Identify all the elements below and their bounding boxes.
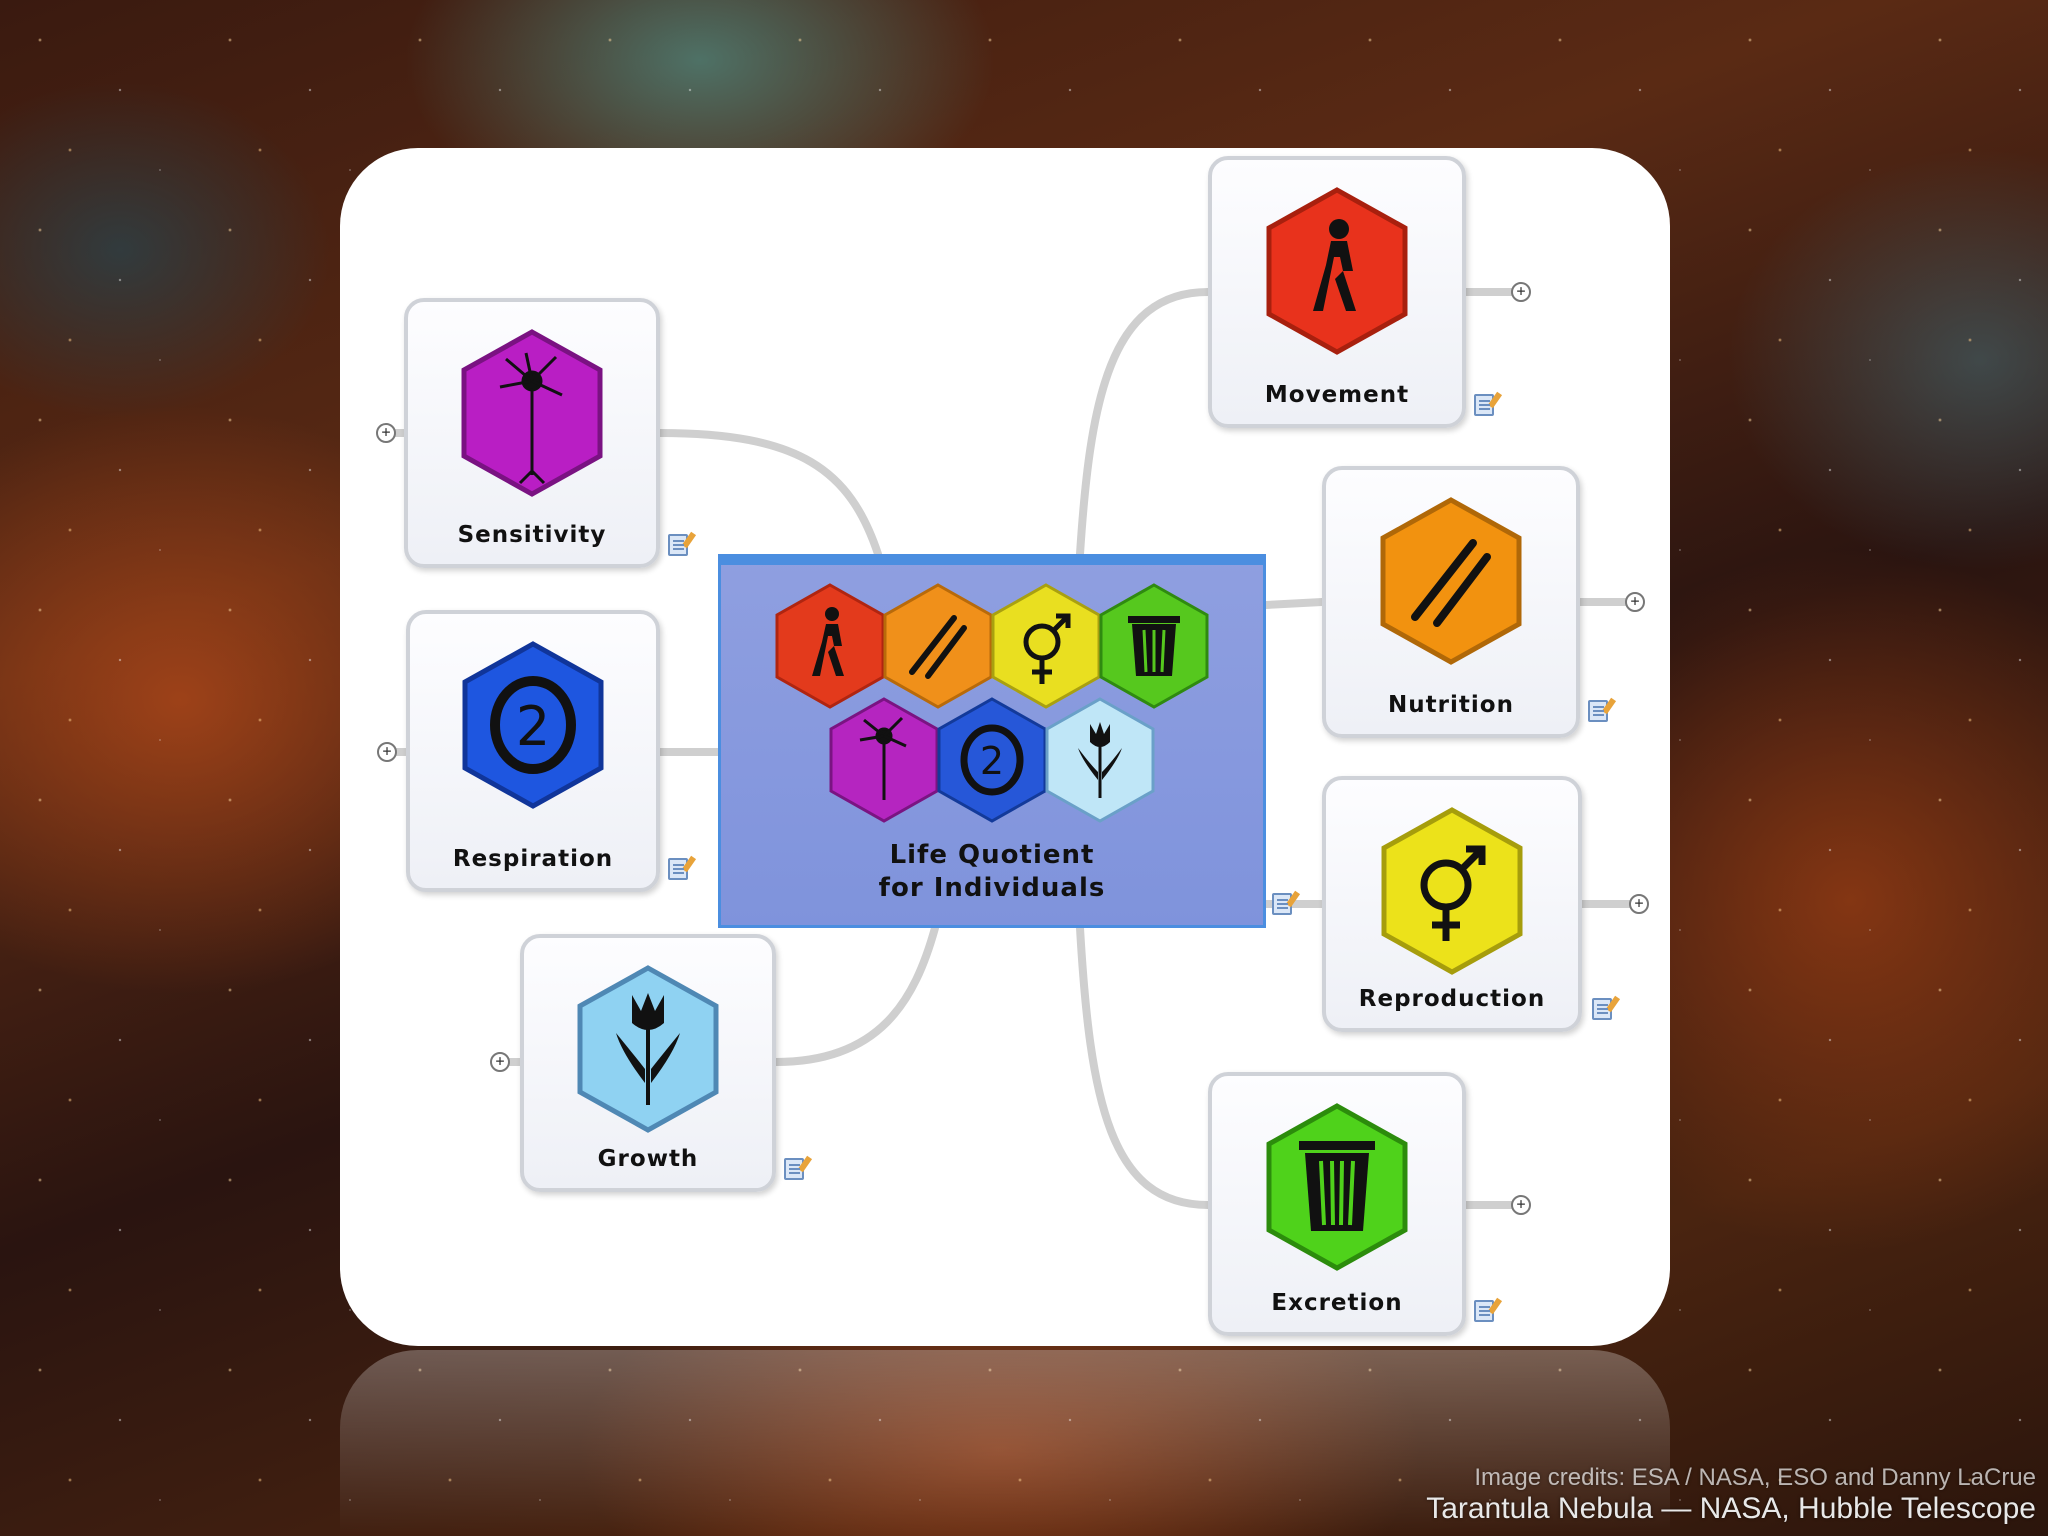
reproduction-expand-icon[interactable]: +: [1629, 894, 1649, 914]
node-excretion[interactable]: Excretion: [1208, 1072, 1466, 1336]
node-sensitivity[interactable]: Sensitivity: [404, 298, 660, 568]
cluster-reproduction-hex: [993, 585, 1099, 707]
walking-person-icon: [1265, 186, 1409, 356]
nutrition-note-icon[interactable]: [1588, 700, 1608, 722]
node-label: Excretion: [1212, 1290, 1462, 1316]
credits-line2: Tarantula Nebula — NASA, Hubble Telescop…: [1426, 1492, 2036, 1526]
neuron-icon: [460, 328, 604, 498]
node-label: Growth: [524, 1146, 772, 1172]
excretion-expand-icon[interactable]: +: [1511, 1195, 1531, 1215]
reproduction-note-icon[interactable]: [1592, 998, 1612, 1020]
central-topic-title: Life Quotient for Individuals: [721, 839, 1263, 905]
cluster-excretion-hex: [1101, 585, 1207, 707]
sensitivity-note-icon[interactable]: [668, 534, 688, 556]
link-movement: [1080, 292, 1208, 554]
image-credits: Image credits: ESA / NASA, ESO and Danny…: [1426, 1464, 2036, 1526]
node-label: Respiration: [410, 846, 656, 872]
svg-text:2: 2: [980, 739, 1004, 783]
movement-note-icon[interactable]: [1474, 394, 1494, 416]
hexagon-icon-cluster: 2: [721, 577, 1269, 847]
growth-expand-icon[interactable]: +: [490, 1052, 510, 1072]
tulip-icon: [576, 964, 720, 1134]
node-label: Reproduction: [1326, 986, 1578, 1012]
central-note-icon[interactable]: [1272, 893, 1292, 915]
link-nutrition: [1266, 602, 1322, 605]
svg-text:2: 2: [516, 695, 550, 758]
node-reproduction[interactable]: Reproduction: [1322, 776, 1582, 1032]
central-title-line2: for Individuals: [721, 872, 1263, 905]
node-label: Sensitivity: [408, 522, 656, 548]
node-movement[interactable]: Movement: [1208, 156, 1466, 428]
cluster-nutrition-hex: [885, 585, 991, 707]
central-topic[interactable]: 2 Life Quotient for Individuals: [718, 554, 1266, 928]
cluster-sensitivity-hex: [831, 699, 937, 821]
node-growth[interactable]: Growth: [520, 934, 776, 1192]
selection-bar: [721, 557, 1263, 565]
excretion-note-icon[interactable]: [1474, 1300, 1494, 1322]
nutrition-expand-icon[interactable]: +: [1625, 592, 1645, 612]
growth-note-icon[interactable]: [784, 1158, 804, 1180]
cluster-movement-hex: [777, 585, 883, 707]
movement-expand-icon[interactable]: +: [1511, 282, 1531, 302]
cluster-respiration-hex: 2: [939, 699, 1045, 821]
male-female-symbol-icon: [1380, 806, 1524, 976]
sensitivity-expand-icon[interactable]: +: [376, 423, 396, 443]
link-excretion: [1080, 928, 1208, 1205]
node-label: Movement: [1212, 382, 1462, 408]
cluster-growth-hex: [1047, 699, 1153, 821]
trash-can-icon: [1265, 1102, 1409, 1272]
central-title-line1: Life Quotient: [721, 839, 1263, 872]
node-respiration[interactable]: 2 Respiration: [406, 610, 660, 892]
respiration-expand-icon[interactable]: +: [377, 742, 397, 762]
credits-line1: Image credits: ESA / NASA, ESO and Danny…: [1426, 1464, 2036, 1492]
knife-fork-icon: [1379, 496, 1523, 666]
oxygen-o2-icon: 2: [461, 640, 605, 810]
respiration-note-icon[interactable]: [668, 858, 688, 880]
node-nutrition[interactable]: Nutrition: [1322, 466, 1580, 738]
node-label: Nutrition: [1326, 692, 1576, 718]
link-growth: [776, 928, 935, 1062]
